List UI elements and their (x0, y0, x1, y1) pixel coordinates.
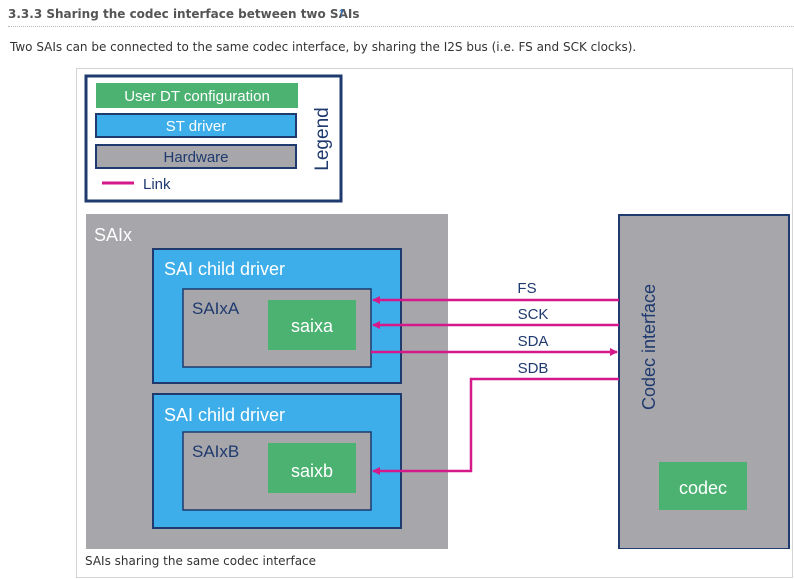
saixa-dt-label: saixa (291, 316, 334, 336)
legend-user-dt-swatch (96, 83, 298, 108)
legend-hardware-swatch (95, 144, 297, 169)
back-to-top-link[interactable]: ↑ (337, 7, 347, 20)
sda-label: SDA (518, 333, 549, 350)
saixb-dt-node (268, 443, 356, 493)
sdb-label: SDB (518, 360, 549, 377)
codec-interface-label: Codec interface (639, 284, 659, 410)
legend-hardware-label: Hardware (163, 149, 228, 166)
sai-child-driver-b-title: SAI child driver (164, 405, 285, 425)
saixa-dt-node (268, 300, 356, 350)
figure-frame: User DT configuration ST driver Hardware… (76, 68, 793, 578)
section-title: 3.3.3 Sharing the codec interface betwee… (8, 7, 360, 21)
legend-link-label: Link (143, 176, 171, 193)
intro-paragraph: Two SAIs can be connected to the same co… (10, 40, 637, 54)
fs-label: FS (517, 280, 536, 297)
legend-user-dt-label: User DT configuration (124, 88, 270, 105)
saix-label: SAIx (94, 225, 132, 245)
saixb-label: SAIxB (192, 442, 239, 461)
legend-st-driver-swatch (95, 113, 297, 138)
codec-dt-node (659, 462, 747, 510)
saixb-dt-label: saixb (291, 461, 333, 481)
codec-sharing-diagram: User DT configuration ST driver Hardware… (84, 74, 790, 549)
sai-child-driver-a-title: SAI child driver (164, 259, 285, 279)
legend-st-driver-label: ST driver (166, 118, 227, 135)
sck-label: SCK (518, 306, 549, 323)
legend-title: Legend (312, 107, 333, 170)
codec-dt-label: codec (679, 478, 727, 498)
figure-caption: SAIs sharing the same codec interface (85, 554, 317, 568)
section-heading: 3.3.3 Sharing the codec interface betwee… (8, 6, 794, 27)
sdb-link (372, 377, 619, 475)
saixa-label: SAIxA (192, 299, 240, 318)
